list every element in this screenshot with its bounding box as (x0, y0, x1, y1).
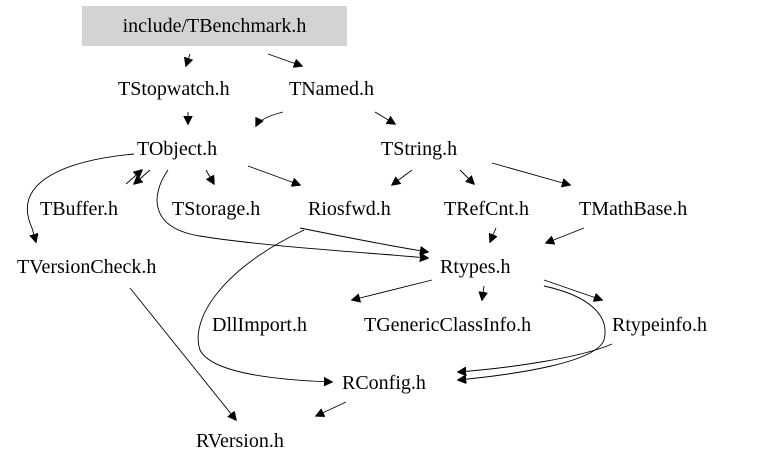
node-tbuffer[interactable]: TBuffer.h (40, 198, 118, 220)
edge-tstring-trefcnt (459, 169, 474, 184)
edge-tbenchmark-tstopwatch (186, 53, 190, 66)
node-tstring[interactable]: TString.h (381, 138, 458, 160)
edge-tbenchmark-tnamed (267, 53, 302, 66)
edge-rtypeinfo-rconfig (458, 343, 613, 372)
edge-trefcnt-rtypes (490, 227, 496, 242)
edge-tobject-tbuffer (134, 169, 151, 184)
node-tgenericclassinfo[interactable]: TGenericClassInfo.h (364, 314, 532, 336)
node-tbenchmark-root[interactable]: include/TBenchmark.h (82, 6, 347, 46)
node-tobject[interactable]: TObject.h (137, 138, 218, 160)
node-tstopwatch[interactable]: TStopwatch.h (118, 78, 230, 100)
edge-tobject-tstorage (205, 169, 214, 184)
edge-tversioncheck-rversion (129, 287, 236, 420)
edge-tstring-tmathbase (491, 162, 570, 185)
edge-tmathbase-rtypes (546, 227, 585, 243)
edge-riosfwd-rconfig (197, 229, 332, 382)
edge-tnamed-tobject (256, 111, 284, 126)
node-rversion[interactable]: RVersion.h (196, 430, 284, 452)
edge-rtypes-tgenericclassinfo (482, 285, 484, 300)
node-dllimport[interactable]: DllImport.h (212, 314, 307, 336)
edge-tstring-riosfwd (392, 169, 413, 185)
edge-rconfig-rversion (316, 401, 347, 416)
edge-rtypes-rtypeinfo (543, 279, 602, 300)
node-rtypes[interactable]: Rtypes.h (440, 256, 511, 278)
edge-tobject-tversioncheck (26, 153, 135, 242)
edge-tobject-rtypes (156, 169, 428, 258)
edge-tbuffer-tobject (125, 170, 142, 185)
node-trefcnt[interactable]: TRefCnt.h (444, 198, 529, 220)
edge-riosfwd-rtypes (299, 227, 428, 252)
edge-tnamed-tstring (374, 111, 395, 124)
node-tversioncheck[interactable]: TVersionCheck.h (17, 256, 157, 278)
node-tnamed[interactable]: TNamed.h (289, 78, 374, 100)
node-riosfwd[interactable]: Riosfwd.h (308, 198, 391, 220)
node-rconfig[interactable]: RConfig.h (342, 372, 426, 394)
node-tmathbase[interactable]: TMathBase.h (579, 198, 688, 220)
node-rtypeinfo[interactable]: Rtypeinfo.h (612, 314, 707, 336)
node-tstorage[interactable]: TStorage.h (172, 198, 261, 220)
edge-rtypes-dllimport (352, 279, 433, 300)
edge-rtypes-rconfig (458, 285, 606, 380)
edge-tobject-riosfwd (247, 165, 300, 185)
